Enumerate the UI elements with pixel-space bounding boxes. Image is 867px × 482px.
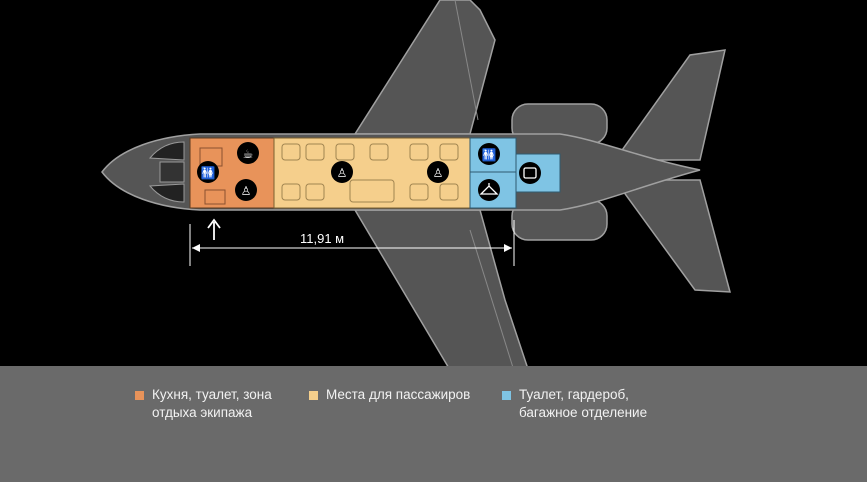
wardrobe-icon <box>478 179 500 201</box>
lower-stabilizer <box>613 179 731 293</box>
entry-arrow-icon <box>207 218 221 240</box>
svg-text:☕: ☕ <box>243 147 254 161</box>
svg-text:♙: ♙ <box>337 166 348 180</box>
legend-label: отдыха экипажа <box>152 405 253 420</box>
svg-text:🚻: 🚻 <box>201 166 216 180</box>
legend-swatch <box>309 391 318 400</box>
svg-text:🚻: 🚻 <box>482 148 497 162</box>
legend-label: Кухня, туалет, зона <box>152 387 272 402</box>
toilet-icon: 🚻 <box>197 161 219 183</box>
legend-label: Места для пассажиров <box>326 387 471 402</box>
legend-label: багажное отделение <box>519 405 648 420</box>
legend-swatch <box>135 391 144 400</box>
legend-label: Туалет, гардероб, <box>519 387 629 402</box>
legend: Кухня, туалет, зона отдыха экипажа Места… <box>0 366 867 482</box>
crew-rest-icon: ♙ <box>235 179 257 201</box>
toilet-icon: 🚻 <box>478 143 500 165</box>
luggage-icon <box>519 162 541 184</box>
seat-icon: ♙ <box>427 161 449 183</box>
seat-icon: ♙ <box>331 161 353 183</box>
legend-swatch <box>502 391 511 400</box>
svg-text:♙: ♙ <box>433 166 444 180</box>
svg-text:♙: ♙ <box>241 184 252 198</box>
length-label: 11,91 м <box>300 231 345 246</box>
length-dimension <box>189 220 515 266</box>
coffee-icon: ☕ <box>237 142 259 164</box>
upper-wing <box>353 0 496 135</box>
upper-stabilizer <box>613 49 726 161</box>
